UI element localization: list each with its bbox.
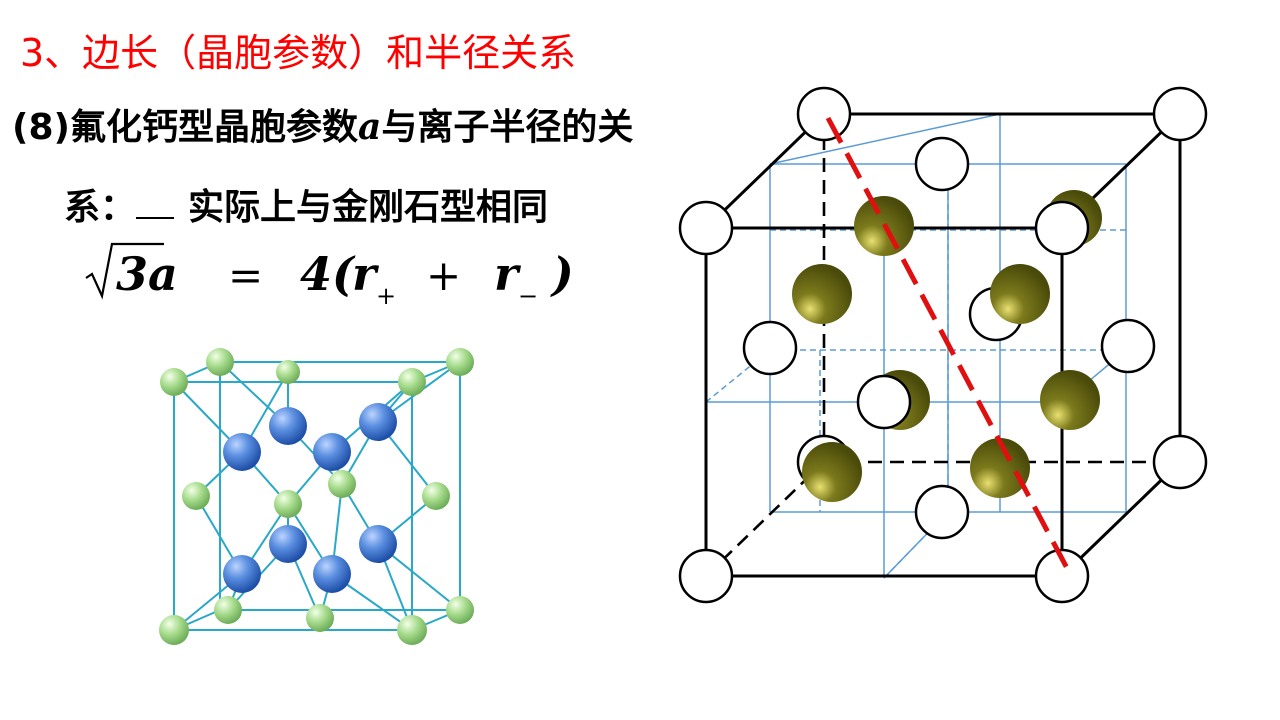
rhs-coefficient: 4( (300, 247, 356, 301)
item-variable: a (357, 106, 382, 148)
item-text-before: 氟化钙型晶胞参数 (69, 107, 358, 148)
sqrt-sign (85, 242, 164, 300)
item-number: (8) (12, 107, 70, 148)
slide-title: 3、边长（晶胞参数）和半径关系 (20, 31, 577, 75)
item-line2-text: 实际上与金刚石型相同 (188, 187, 549, 228)
item-line2-prefix: 系： (64, 187, 137, 228)
plus-subscript: + (376, 282, 396, 310)
item-line-2: 系： 实际上与金刚石型相同 (64, 178, 548, 230)
r-minus: r (494, 247, 522, 301)
body-diagonal (825, 116, 1071, 572)
equals-sign: = (228, 251, 263, 300)
sqrt-argument: 3a (116, 247, 178, 301)
r-plus: r (352, 247, 380, 301)
plus-operator: + (426, 251, 461, 300)
formula: 3a = 4( r + + r − ) (80, 238, 600, 318)
item-line-1: (8)氟化钙型晶胞参数a与离子半径的关 (12, 98, 633, 150)
cube-diagram (660, 70, 1220, 630)
minus-subscript: − (518, 282, 538, 310)
close-paren: ) (550, 247, 574, 301)
fluorite-cell-image (148, 340, 488, 660)
item-text-after: 与离子半径的关 (381, 107, 634, 148)
answer-blank (136, 187, 175, 219)
